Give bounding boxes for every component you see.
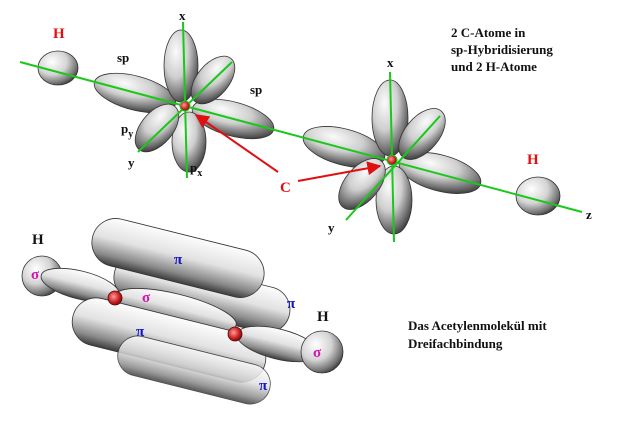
h-label-top-left: H xyxy=(53,26,65,42)
carbon-nucleus-bottom-left xyxy=(107,290,123,306)
arrow-to-left-carbon xyxy=(194,114,279,173)
hydrogen-sigma-right xyxy=(300,330,344,374)
pi-label-lower: π xyxy=(136,324,145,340)
carbon-nucleus-bottom-right xyxy=(227,326,243,342)
acetylene-molecule-diagram: H H σ σ σ π π π π Das Acetylenmolekül mi… xyxy=(21,218,550,405)
sp-label-right: sp xyxy=(250,82,262,97)
y-axis-right-line xyxy=(345,115,441,221)
x-axis-left-line xyxy=(182,21,188,179)
hydrogen-atom-left xyxy=(37,50,79,86)
pi-label-lower-right: π xyxy=(259,378,268,394)
z-axis-line xyxy=(19,61,583,213)
top-caption-line-1: 2 C-Atome in xyxy=(451,25,526,40)
top-caption-line-3: und 2 H-Atome xyxy=(451,59,537,74)
pi-label-upper-right: π xyxy=(287,296,296,312)
carbon-nucleus-right xyxy=(386,154,398,166)
h-label-bottom-right: H xyxy=(317,309,329,325)
sigma-label-left: σ xyxy=(31,267,40,283)
hydrogen-atom-right xyxy=(515,176,561,216)
y-axis-label-right: y xyxy=(328,220,335,235)
bottom-caption-line-1: Das Acetylenmolekül mit xyxy=(408,318,547,333)
y-axis-label-left: y xyxy=(128,155,135,170)
px-label: px xyxy=(190,160,202,179)
x-axis-label-right: x xyxy=(387,55,394,70)
h-label-bottom-left: H xyxy=(32,232,44,248)
carbon-label: C xyxy=(280,180,291,196)
px-lobe-up xyxy=(163,29,199,103)
sp-lobe-right-outer xyxy=(302,126,386,168)
carbon-arrows xyxy=(194,114,382,182)
carbon-nucleus-left xyxy=(179,100,191,112)
pi-label-upper: π xyxy=(174,252,183,268)
pi-bond-lower-back xyxy=(117,335,271,405)
arrow-to-right-carbon xyxy=(297,161,382,182)
z-axis-label: z xyxy=(586,207,592,222)
h-label-top-right: H xyxy=(527,152,539,168)
sigma-label-center: σ xyxy=(142,290,151,306)
x-axis-label-left: x xyxy=(179,8,186,23)
pi-bond-upper xyxy=(91,218,265,298)
py-lobe-left xyxy=(134,103,180,153)
top-caption: 2 C-Atome in sp-Hybridisierung und 2 H-A… xyxy=(451,25,556,74)
bottom-caption: Das Acetylenmolekül mit Dreifachbindung xyxy=(408,318,550,351)
py-label: py xyxy=(121,121,133,140)
sigma-label-right: σ xyxy=(313,345,322,361)
sp-label-left: sp xyxy=(117,50,129,65)
top-orbital-diagram: H H C x x y y z sp sp py px 2 C-Atome in… xyxy=(19,8,592,243)
top-caption-line-2: sp-Hybridisierung xyxy=(451,42,553,57)
bottom-caption-line-2: Dreifachbindung xyxy=(408,336,503,351)
